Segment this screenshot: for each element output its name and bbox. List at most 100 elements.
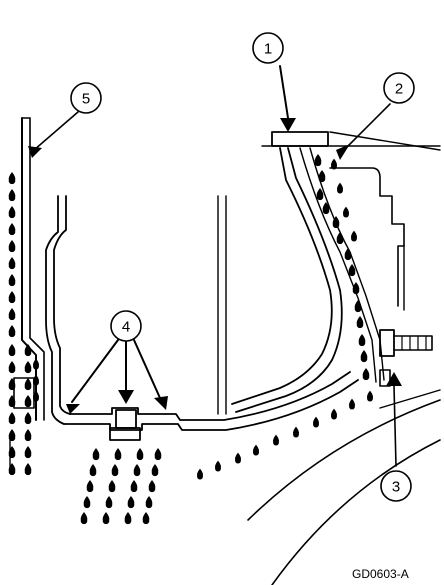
arrowhead-5 xyxy=(28,146,42,158)
oil-drop xyxy=(24,463,32,476)
oil-drop xyxy=(351,230,357,242)
oil-drop xyxy=(356,316,364,329)
oil-drop xyxy=(83,496,91,509)
oil-drop xyxy=(273,434,279,446)
oil-drop xyxy=(337,182,343,194)
oil-drop xyxy=(8,189,16,202)
callout-3-label: 3 xyxy=(392,479,400,496)
oil-drop xyxy=(8,361,16,374)
oil-drop xyxy=(24,361,32,374)
oil-drop xyxy=(80,512,88,525)
drain-plug xyxy=(109,409,141,441)
oil-drop xyxy=(314,154,322,167)
oil-drop xyxy=(362,368,370,381)
oil-drop xyxy=(142,512,150,525)
oil-drop xyxy=(354,300,362,313)
oil-drops xyxy=(8,154,373,525)
oil-drop xyxy=(293,426,299,438)
oil-drop xyxy=(8,291,16,304)
arrowhead-4c xyxy=(154,396,168,410)
callout-5-label: 5 xyxy=(82,91,90,108)
callout-2: 2 xyxy=(383,72,415,104)
oil-drop xyxy=(105,496,113,509)
oil-drop xyxy=(344,248,352,261)
callout-2-label: 2 xyxy=(395,81,403,98)
oil-drop xyxy=(318,170,326,183)
arrowhead-2 xyxy=(336,144,350,160)
oil-drop xyxy=(24,429,32,442)
oil-drop xyxy=(148,480,156,493)
callout-4: 4 xyxy=(110,310,142,342)
engine-block-edge xyxy=(21,117,45,421)
oil-drop xyxy=(133,464,141,477)
callout-3: 3 xyxy=(380,470,412,502)
oil-drop xyxy=(8,274,16,287)
oil-drop xyxy=(235,452,241,464)
oil-drop xyxy=(33,390,39,402)
oil-drop xyxy=(352,282,360,295)
oil-drop xyxy=(24,344,32,357)
oil-drop xyxy=(24,395,32,408)
oil-drop xyxy=(124,512,132,525)
oil-drop xyxy=(108,480,116,493)
housing-curve xyxy=(231,131,441,413)
oil-drop xyxy=(8,172,16,185)
oil-drop xyxy=(136,448,144,461)
arrowhead-4a xyxy=(66,404,80,414)
oil-drop xyxy=(322,202,330,215)
oil-drop xyxy=(358,334,366,347)
oil-drop xyxy=(336,232,344,245)
oil-drop xyxy=(111,464,119,477)
oil-drop xyxy=(8,378,16,391)
oil-drop xyxy=(114,448,122,461)
oil-drop xyxy=(127,496,135,509)
oil-drop xyxy=(33,358,39,370)
oil-drop xyxy=(89,464,97,477)
figure-code: GD0603-A xyxy=(352,567,409,581)
oil-drop xyxy=(8,257,16,270)
oil-drop xyxy=(8,395,16,408)
oil-drop xyxy=(102,512,110,525)
arrowhead-1 xyxy=(280,118,296,132)
leader-lines xyxy=(33,65,397,467)
side-bolt xyxy=(379,329,433,387)
oil-drop xyxy=(349,398,355,410)
oil-drop xyxy=(33,374,39,386)
oil-drop xyxy=(8,412,16,425)
oil-drop xyxy=(8,463,16,476)
oil-drop xyxy=(130,480,138,493)
oil-drop xyxy=(197,468,203,480)
oil-drop xyxy=(343,206,349,218)
oil-drop xyxy=(332,216,340,229)
oil-drop xyxy=(92,448,100,461)
oil-pan xyxy=(45,195,359,431)
oil-drop xyxy=(331,158,337,170)
oil-drop xyxy=(154,448,162,461)
callout-1-label: 1 xyxy=(264,41,272,58)
oil-drop xyxy=(8,446,16,459)
arrowhead-4b xyxy=(118,390,134,404)
callout-5: 5 xyxy=(70,82,102,114)
oil-drop xyxy=(348,264,356,277)
callout-1: 1 xyxy=(252,32,284,64)
oil-drop xyxy=(367,390,373,402)
oil-drop xyxy=(331,408,337,420)
oil-drop xyxy=(8,223,16,236)
oil-drop xyxy=(316,188,324,201)
oil-drop xyxy=(145,496,153,509)
oil-drop xyxy=(24,446,32,459)
arrowheads xyxy=(28,118,402,414)
oil-drop xyxy=(24,378,32,391)
oil-drop xyxy=(215,460,221,472)
oil-drop xyxy=(8,429,16,442)
oil-drop xyxy=(8,344,16,357)
oil-drop xyxy=(8,308,16,321)
callout-4-label: 4 xyxy=(122,319,130,336)
arrowhead-3 xyxy=(386,372,402,386)
oil-drop xyxy=(253,444,259,456)
oil-drop xyxy=(313,416,319,428)
oil-drop xyxy=(360,350,368,363)
oil-drop xyxy=(8,206,16,219)
oil-drop xyxy=(86,480,94,493)
